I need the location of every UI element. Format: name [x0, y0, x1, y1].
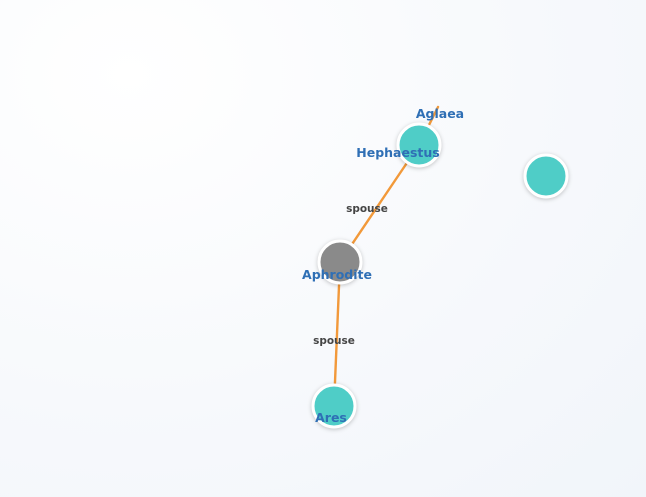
edge-hephaestus-aphrodite[interactable]: [338, 143, 421, 264]
nodes-layer: [311, 122, 569, 429]
node-aphrodite[interactable]: [317, 239, 363, 285]
edge-aphrodite-ares[interactable]: [332, 260, 342, 408]
edge-labels-layer: spouse spouse: [313, 203, 388, 347]
node-label-aphrodite: Aphrodite: [302, 267, 372, 282]
node-label-ares: Ares: [315, 410, 347, 425]
node-hephaestus[interactable]: [396, 122, 442, 168]
node-label-aglaea: Aglaea: [416, 106, 464, 121]
edge-label-aphrodite-ares: spouse: [313, 335, 355, 347]
node-label-hephaestus: Hephaestus: [356, 145, 439, 160]
node-ares[interactable]: [311, 383, 357, 429]
edge-label-hephaestus-aphrodite: spouse: [346, 203, 388, 215]
node-unlabeled[interactable]: [523, 153, 569, 199]
